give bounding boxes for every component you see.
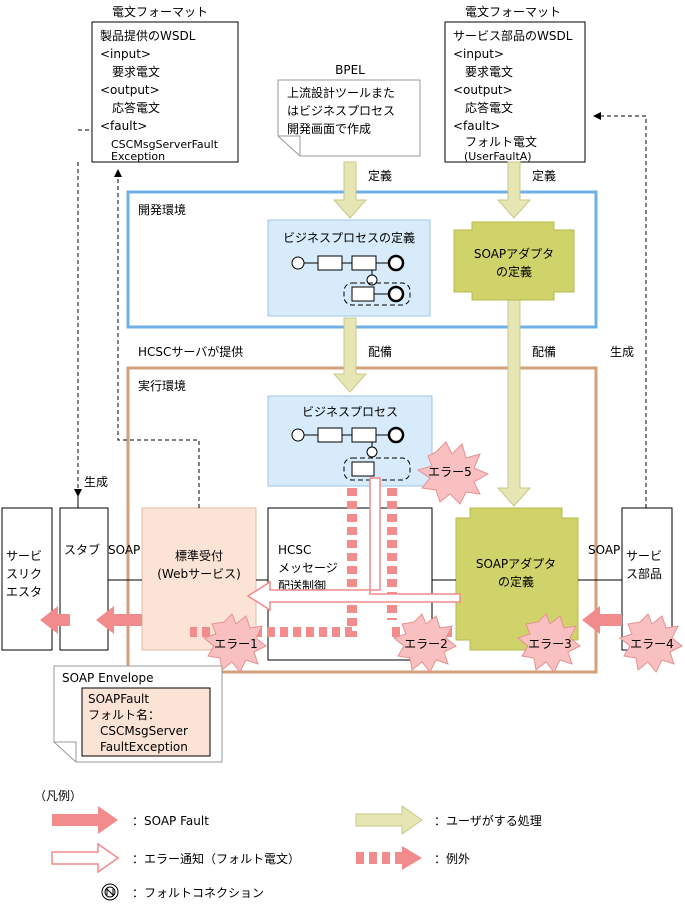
bp-flow-icon-dev	[291, 254, 411, 306]
wsdl-line: 要求電文	[100, 64, 160, 79]
bpel-line: はビジネスプロセス	[287, 104, 395, 118]
error-bursts: エラー1 エラー2 エラー3 エラー4 エラー5	[202, 441, 683, 673]
run-env-title: 実行環境	[138, 378, 186, 393]
wsdl-line: <fault>	[453, 119, 500, 133]
hcsc-label: メッセージ	[278, 561, 338, 575]
legend-user-process: ：ユーザがする処理	[434, 813, 542, 828]
fault-connection-icon	[101, 883, 119, 901]
legend-user-process-icon	[355, 805, 423, 835]
stub-label: スタブ	[64, 542, 100, 557]
bp-runtime-label: ビジネスプロセス	[302, 405, 398, 419]
bpel-line: 開発画面で作成	[287, 122, 371, 136]
wsdl-line: CSCMsgServerFault	[100, 138, 219, 151]
bpel-line: 上流設計ツールまた	[287, 85, 395, 100]
legend-soap-fault: ：SOAP Fault	[132, 814, 209, 828]
legend-exception: ：例外	[434, 852, 470, 866]
bp-runtime-box	[267, 395, 433, 487]
bp-definition-label: ビジネスプロセスの定義	[283, 230, 415, 245]
service-label: サービ	[626, 549, 662, 563]
wsdl-line: 要求電文	[453, 64, 513, 79]
hcsc-label: HCSC	[278, 543, 311, 557]
requester-label: サービ	[6, 549, 42, 563]
generate-arrow-wsdl	[114, 169, 200, 508]
wsdl-line: <fault>	[100, 119, 147, 133]
wsdl-line: Exception	[100, 150, 165, 163]
wsdl-line: フォルト電文	[453, 134, 537, 149]
deploy-label-2: 配備	[532, 344, 556, 359]
wsdl-line: <input>	[453, 47, 504, 61]
soap-fault-box	[81, 687, 211, 757]
define-arrow-bpel	[332, 161, 368, 219]
define-label-1: 定義	[368, 168, 392, 183]
top-left-wsdl-box	[91, 21, 239, 163]
error-3-burst	[516, 613, 581, 673]
adapter-dev-label: の定義	[496, 264, 532, 279]
dev-env-title: 開発環境	[138, 202, 186, 217]
requester-label: エスタ	[6, 585, 42, 599]
error-5-label: エラー5	[428, 465, 472, 479]
receiver-label: (Webサービス)	[157, 567, 241, 581]
top-right-header: 電文フォーマット	[465, 4, 561, 19]
error-4-label: エラー4	[630, 637, 674, 651]
error-2-label: エラー2	[404, 637, 448, 651]
legend-error-notice-icon	[51, 842, 120, 874]
dev-environment-box	[126, 190, 598, 329]
adapter-run-label: SOAPアダプタ	[476, 556, 556, 571]
bp-flow-icon-run	[291, 426, 411, 481]
deploy-label-1: 配備	[368, 344, 392, 359]
legend-title: （凡例）	[34, 789, 82, 803]
adapter-definition-dev	[453, 221, 575, 301]
error-4-burst	[618, 613, 683, 673]
error-1-burst	[202, 613, 267, 673]
envelope-line: CSCMsgServer	[88, 724, 188, 738]
top-left-wsdl-lines: 製品提供のWSDL <input> 要求電文 <output> 応答電文 <fa…	[100, 28, 219, 163]
error-3-label: エラー3	[528, 637, 572, 651]
bpel-header: BPEL	[335, 63, 365, 77]
run-environment-box	[126, 366, 598, 674]
deploy-arrow-bp	[332, 317, 368, 393]
legend-exception-icon	[356, 846, 422, 870]
error-5-burst	[416, 441, 490, 505]
error-2-burst	[392, 613, 457, 673]
define-label-2: 定義	[532, 168, 556, 183]
wsdl-line: <output>	[453, 83, 513, 97]
deploy-arrow-adapter	[496, 291, 532, 507]
hcsc-provides-label: HCSCサーバが提供	[138, 344, 243, 359]
envelope-line: フォルト名：	[88, 707, 160, 722]
wsdl-line: 応答電文	[100, 100, 160, 115]
requester-label: スリク	[6, 567, 42, 581]
bpel-note	[277, 79, 421, 157]
soap-label-left: SOAP	[108, 543, 140, 557]
envelope-title: SOAP Envelope	[62, 671, 153, 685]
wsdl-line: (UserFaultA)	[453, 150, 532, 163]
user-process-arrows	[332, 161, 532, 507]
soap-fault-arrows	[40, 606, 622, 634]
service-label: ス部品	[626, 566, 662, 581]
envelope-line: SOAPFault	[88, 692, 149, 706]
wsdl-line: <input>	[100, 47, 151, 61]
generate-label-right: 生成	[610, 345, 634, 359]
envelope-line: FaultException	[88, 740, 188, 754]
legend-soap-fault-icon	[52, 806, 118, 834]
wsdl-line: <output>	[100, 83, 160, 97]
service-requester-box	[1, 507, 53, 651]
top-left-header: 電文フォーマット	[112, 4, 208, 19]
error-1-label: エラー1	[214, 637, 258, 651]
receiver-label: 標準受付	[175, 548, 223, 563]
define-arrow-adapter	[496, 161, 532, 219]
wsdl-line: サービス部品のWSDL	[453, 28, 573, 43]
generate-arrow-service	[593, 112, 647, 508]
wsdl-line: 製品提供のWSDL	[100, 28, 196, 43]
generate-label-left: 生成	[84, 475, 108, 489]
adapter-run-label: の定義	[498, 574, 534, 589]
adapter-runtime-box	[455, 507, 579, 651]
legend-fault-connection: ：フォルトコネクション	[132, 886, 264, 900]
soap-label-right: SOAP	[588, 543, 620, 557]
legend-error-notice: ：エラー通知（フォルト電文）	[132, 851, 300, 866]
stub-box	[59, 507, 109, 651]
error-notification-arrow	[246, 477, 461, 612]
wsdl-line: 応答電文	[453, 100, 513, 115]
adapter-dev-label: SOAPアダプタ	[474, 246, 554, 261]
